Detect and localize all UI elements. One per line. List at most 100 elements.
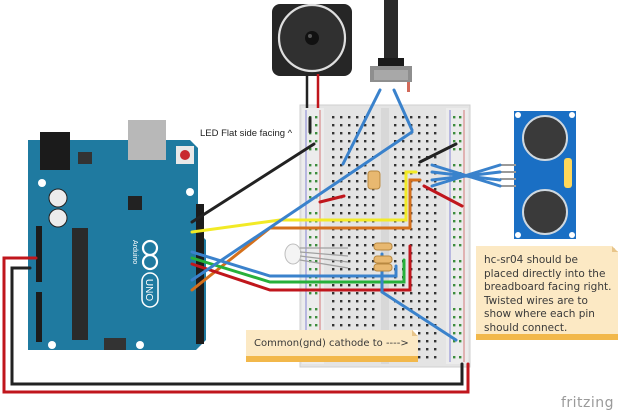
- breadboard-hole: [340, 156, 343, 159]
- breadboard-hole: [340, 316, 343, 319]
- breadboard-hole: [356, 140, 359, 143]
- breadboard-hole: [426, 356, 429, 359]
- breadboard-hole: [418, 172, 421, 175]
- speaker: [272, 3, 352, 108]
- breadboard-hole: [434, 308, 437, 311]
- breadboard-hole: [340, 236, 343, 239]
- breadboard-hole: [348, 260, 351, 263]
- breadboard-hole: [418, 356, 421, 359]
- breadboard-hole: [364, 140, 367, 143]
- breadboard-hole: [426, 244, 429, 247]
- breadboard-hole: [418, 220, 421, 223]
- breadboard-hole: [348, 252, 351, 255]
- breadboard-hole: [402, 300, 405, 303]
- breadboard-hole: [434, 356, 437, 359]
- breadboard-hole: [434, 180, 437, 183]
- breadboard-hole: [453, 340, 456, 343]
- breadboard-hole: [309, 188, 312, 191]
- breadboard-hole: [356, 268, 359, 271]
- breadboard-hole: [434, 340, 437, 343]
- breadboard-hole: [356, 156, 359, 159]
- breadboard-hole: [348, 300, 351, 303]
- usb-port: [128, 120, 166, 160]
- breadboard-hole: [418, 324, 421, 327]
- breadboard-hole: [332, 180, 335, 183]
- breadboard-hole: [426, 196, 429, 199]
- breadboard-hole: [309, 140, 312, 143]
- breadboard-hole: [434, 276, 437, 279]
- breadboard-hole: [315, 236, 318, 239]
- breadboard-hole: [434, 316, 437, 319]
- breadboard-hole: [372, 308, 375, 311]
- breadboard-hole: [459, 196, 462, 199]
- breadboard-hole: [418, 244, 421, 247]
- power-header: [36, 226, 42, 282]
- breadboard-hole: [402, 316, 405, 319]
- breadboard-hole: [426, 132, 429, 135]
- breadboard-hole: [453, 292, 456, 295]
- breadboard-hole: [434, 300, 437, 303]
- breadboard-hole: [348, 316, 351, 319]
- breadboard-hole: [372, 284, 375, 287]
- breadboard-hole: [348, 292, 351, 295]
- breadboard-hole: [426, 324, 429, 327]
- breadboard-hole: [453, 124, 456, 127]
- breadboard-hole: [348, 140, 351, 143]
- hc-sr04-sensor: [500, 111, 576, 239]
- resistor-4: [373, 263, 393, 272]
- breadboard-hole: [356, 116, 359, 119]
- breadboard-hole: [426, 276, 429, 279]
- breadboard-hole: [402, 124, 405, 127]
- breadboard-hole: [394, 164, 397, 167]
- breadboard-hole: [315, 268, 318, 271]
- breadboard-hole: [332, 164, 335, 167]
- breadboard-hole: [459, 276, 462, 279]
- breadboard-hole: [453, 212, 456, 215]
- breadboard-hole: [426, 252, 429, 255]
- breadboard-hole: [348, 284, 351, 287]
- breadboard-hole: [364, 132, 367, 135]
- breadboard-hole: [459, 164, 462, 167]
- breadboard-hole: [402, 156, 405, 159]
- breadboard-hole: [410, 148, 413, 151]
- breadboard-hole: [348, 156, 351, 159]
- breadboard-hole: [348, 196, 351, 199]
- breadboard-hole: [340, 140, 343, 143]
- breadboard-hole: [453, 148, 456, 151]
- breadboard-hole: [434, 228, 437, 231]
- breadboard-hole: [410, 236, 413, 239]
- breadboard-hole: [364, 252, 367, 255]
- breadboard-hole: [315, 180, 318, 183]
- breadboard-hole: [309, 180, 312, 183]
- breadboard-hole: [348, 132, 351, 135]
- breadboard-hole: [340, 292, 343, 295]
- breadboard-hole: [453, 228, 456, 231]
- wire-pot-left: [341, 88, 382, 166]
- breadboard-hole: [434, 212, 437, 215]
- breadboard-hole: [340, 172, 343, 175]
- breadboard-hole: [402, 252, 405, 255]
- breadboard-hole: [332, 244, 335, 247]
- breadboard-hole: [309, 324, 312, 327]
- breadboard-hole: [426, 164, 429, 167]
- breadboard-hole: [332, 148, 335, 151]
- breadboard-hole: [426, 260, 429, 263]
- breadboard-hole: [348, 188, 351, 191]
- breadboard-hole: [426, 284, 429, 287]
- breadboard-hole: [418, 260, 421, 263]
- note-fold-icon: [612, 246, 618, 252]
- breadboard-hole: [364, 172, 367, 175]
- breadboard-hole: [453, 284, 456, 287]
- breadboard-hole: [364, 324, 367, 327]
- breadboard-hole: [459, 220, 462, 223]
- breadboard-hole: [309, 308, 312, 311]
- breadboard-hole: [459, 324, 462, 327]
- atmega-chip: [72, 228, 88, 340]
- breadboard-hole: [332, 316, 335, 319]
- breadboard-hole: [426, 212, 429, 215]
- breadboard-hole: [356, 212, 359, 215]
- breadboard-hole: [453, 188, 456, 191]
- breadboard-hole: [394, 148, 397, 151]
- breadboard-hole: [340, 212, 343, 215]
- reset-button[interactable]: [180, 150, 190, 160]
